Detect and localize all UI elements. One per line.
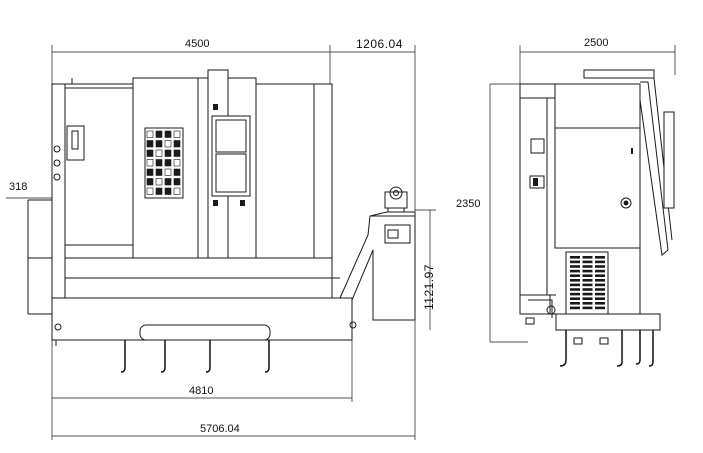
keypad-key (155, 168, 163, 176)
keypad-key (146, 149, 154, 157)
vent-slot (570, 260, 580, 264)
vent-slot (582, 283, 593, 287)
vent-slot (582, 260, 593, 264)
keypad-key (173, 168, 181, 176)
vent-slot (582, 269, 593, 273)
vent-slot (595, 302, 605, 305)
vent-slot (582, 292, 593, 296)
vent-slot (595, 260, 605, 264)
vent-grille (565, 251, 609, 315)
vent-slot (570, 302, 580, 305)
vent-slot (570, 256, 580, 259)
dim-side-height: 2350 (456, 198, 480, 210)
vent-slot (570, 279, 580, 282)
vent-slot (570, 306, 580, 310)
keypad-key (155, 140, 163, 148)
dim-total-width: 5706.04 (200, 423, 240, 435)
vent-slot (595, 274, 605, 277)
keypad-key (155, 130, 163, 138)
control-keypad (144, 127, 184, 199)
side-view (489, 45, 676, 367)
keypad-key (164, 168, 172, 176)
keypad-key (173, 159, 181, 167)
vent-slot (570, 283, 580, 287)
dim-side-width: 2500 (584, 37, 608, 49)
keypad-key (164, 187, 172, 195)
keypad-key (146, 168, 154, 176)
vent-slot (582, 302, 593, 305)
keypad-key (164, 159, 172, 167)
keypad-key (146, 178, 154, 186)
keypad-key (173, 149, 181, 157)
keypad-key (155, 178, 163, 186)
vent-slot (582, 279, 593, 282)
dim-front-extension: 1206.04 (356, 37, 403, 51)
vent-slot (595, 306, 605, 310)
vent-slot (595, 279, 605, 282)
dim-left-offset: 318 (9, 181, 27, 193)
vent-slot (570, 265, 580, 268)
keypad-key (146, 159, 154, 167)
keypad-key (173, 187, 181, 195)
dim-base-width: 4810 (189, 385, 213, 397)
keypad-key (173, 178, 181, 186)
dim-conveyor-height: 1121.97 (422, 264, 436, 310)
keypad-key (173, 140, 181, 148)
vent-slot (582, 306, 593, 310)
keypad-key (146, 187, 154, 195)
keypad-key (155, 187, 163, 195)
vent-slot (582, 297, 593, 300)
vent-slot (595, 288, 605, 291)
vent-slot (570, 269, 580, 273)
vent-slot (570, 297, 580, 300)
keypad-key (164, 178, 172, 186)
vent-slot (595, 297, 605, 300)
front-view (6, 45, 436, 440)
vent-slot (595, 269, 605, 273)
keypad-key (164, 149, 172, 157)
leveling-feet (54, 321, 357, 373)
vent-slot (595, 265, 605, 268)
vent-slot (570, 292, 580, 296)
keypad-key (164, 130, 172, 138)
vent-slot (582, 265, 593, 268)
dim-front-width: 4500 (185, 38, 209, 50)
vent-slot (570, 274, 580, 277)
vent-slot (570, 288, 580, 291)
keypad-key (155, 159, 163, 167)
keypad-key (146, 130, 154, 138)
keypad-key (164, 140, 172, 148)
vent-slot (595, 283, 605, 287)
vent-slot (582, 274, 593, 277)
vent-slot (582, 288, 593, 291)
vent-slot (595, 256, 605, 259)
keypad-key (173, 130, 181, 138)
vent-slot (582, 256, 593, 259)
keypad-key (146, 140, 154, 148)
vent-slot (595, 292, 605, 296)
keypad-key (155, 149, 163, 157)
